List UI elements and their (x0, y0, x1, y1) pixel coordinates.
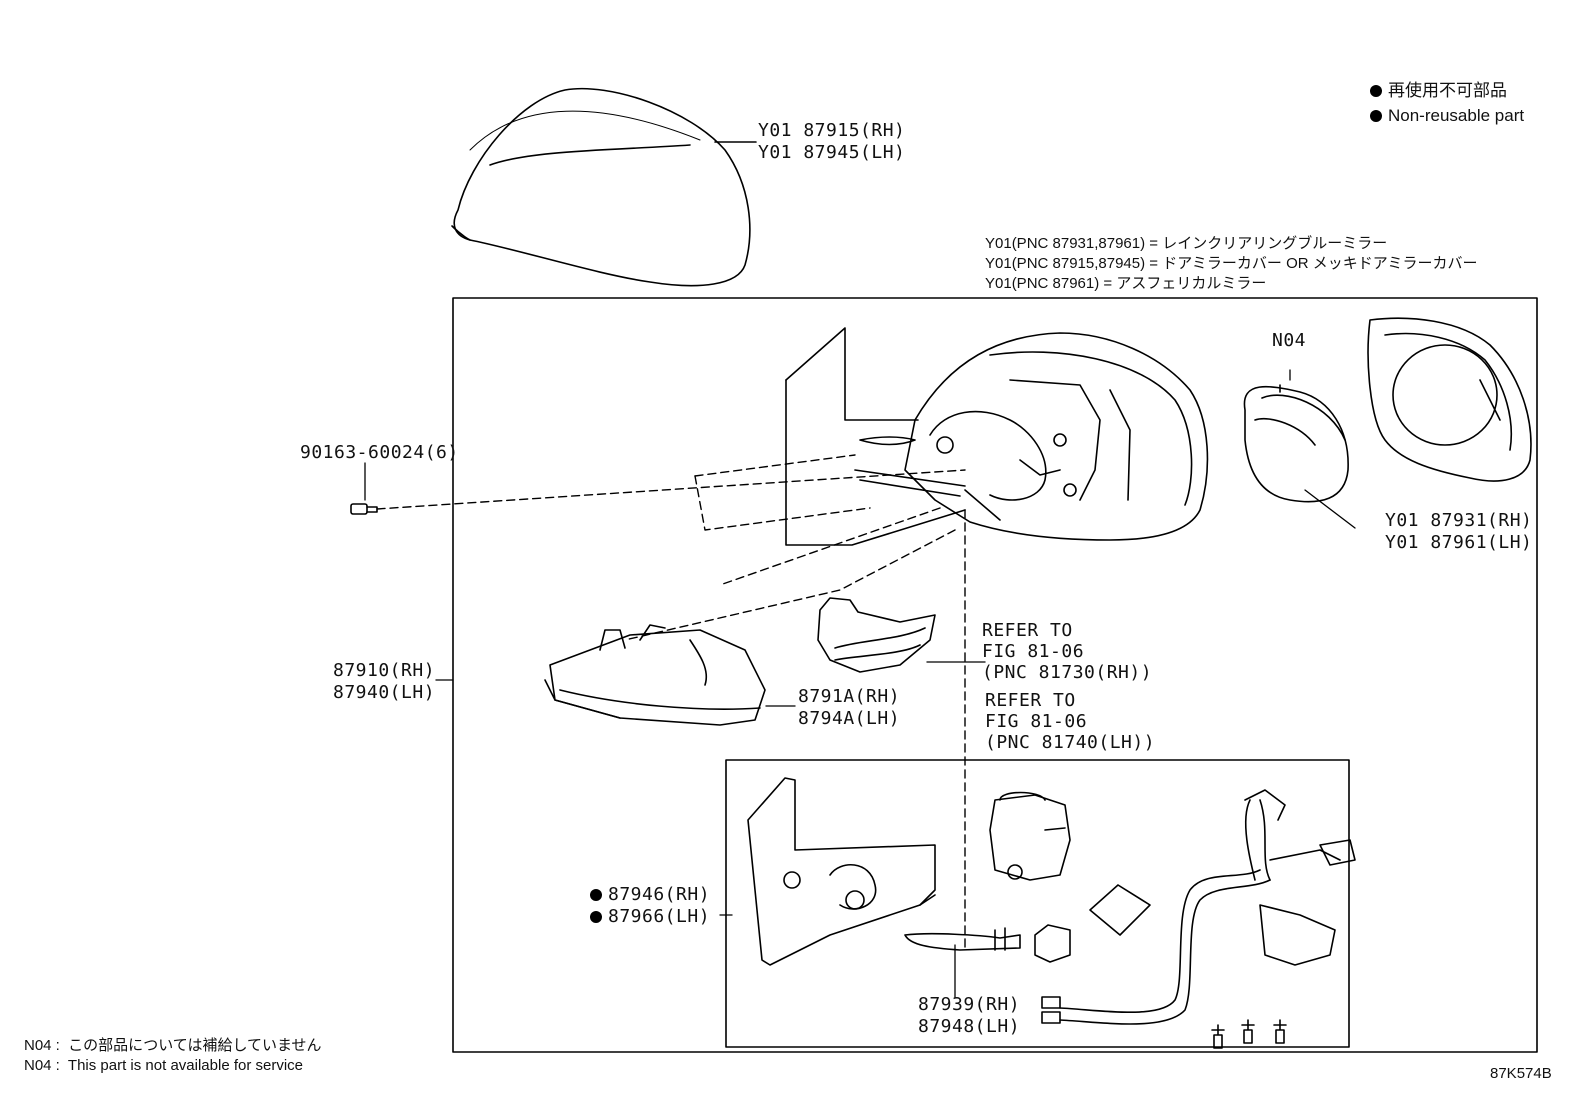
non-reusable-dot-icon (590, 911, 602, 923)
refer-1-line-3: (PNC 81730(RH)) (982, 662, 1153, 683)
part-label-gasket-rh[interactable]: 87946(RH) (590, 886, 710, 904)
non-reusable-dot-icon (590, 889, 602, 901)
legend-en: Non-reusable part (1370, 107, 1524, 124)
part-label-lamp-lh[interactable]: 8794A(LH) (798, 708, 901, 729)
footer-note-en: N04 : This part is not available for ser… (24, 1057, 304, 1074)
part-label-gasket-lh[interactable]: 87966(LH) (590, 908, 710, 926)
mirror-glass-drawing (1367, 317, 1532, 482)
wire-harness-drawing (1041, 789, 1356, 1025)
part-label-glass-lh[interactable]: Y01 87961(LH) (1385, 532, 1533, 553)
variant-note-3: Y01(PNC 87961) = アスフェリカルミラー (985, 275, 1267, 292)
variant-note-1: Y01(PNC 87931,87961) = レインクリアリングブルーミラー (985, 235, 1388, 252)
non-reusable-dot-icon (1370, 85, 1382, 97)
refer-1-line-2[interactable]: FIG 81-06 (982, 641, 1085, 662)
refer-2-line-2[interactable]: FIG 81-06 (985, 711, 1088, 732)
lamp-87939-drawing (904, 927, 1021, 951)
mirror-housing-drawing (904, 332, 1209, 541)
part-label-mirror-assy-rh[interactable]: 87910(RH) (333, 660, 436, 681)
turn-lamp-drawing (544, 624, 766, 726)
figure-code: 87K574B (1490, 1065, 1552, 1082)
small-screws-drawing (1211, 1019, 1287, 1049)
part-label-cover-lh[interactable]: Y01 87945(LH) (758, 142, 906, 163)
part-label-lamp2-rh[interactable]: 87939(RH) (918, 994, 1021, 1015)
pad-drawing (1089, 884, 1151, 936)
refer-1-line-1: REFER TO (982, 620, 1073, 641)
gasket-plate-drawing (747, 777, 936, 966)
side-lamp-drawing (817, 597, 936, 673)
part-label-screw[interactable]: 90163-60024(6) (300, 442, 459, 463)
legend-jp: 再使用不可部品 (1370, 82, 1507, 99)
footer-note-jp: N04 : この部品については補給していません (24, 1037, 322, 1054)
actuator-drawing (989, 791, 1071, 881)
refer-2-line-3: (PNC 81740(LH)) (985, 732, 1156, 753)
mirror-base-drawing (785, 327, 966, 546)
part-label-n04[interactable]: N04 (1272, 330, 1307, 351)
assembly-frame (452, 297, 1538, 1053)
refer-2-line-1: REFER TO (985, 690, 1076, 711)
n04-motor-drawing (1243, 384, 1349, 503)
part-label-mirror-assy-lh[interactable]: 87940(LH) (333, 682, 436, 703)
part-label-cover-rh[interactable]: Y01 87915(RH) (758, 120, 906, 141)
sub-assembly-frame (725, 759, 1350, 1048)
screw-drawing (350, 503, 378, 515)
variant-note-2: Y01(PNC 87915,87945) = ドアミラーカバー OR メッキドア… (985, 255, 1478, 272)
mirror-cover-drawing (451, 87, 757, 287)
clip-drawing (1034, 924, 1071, 963)
part-label-lamp2-lh[interactable]: 87948(LH) (918, 1016, 1021, 1037)
non-reusable-dot-icon (1370, 110, 1382, 122)
part-label-lamp-rh[interactable]: 8791A(RH) (798, 686, 901, 707)
part-label-glass-rh[interactable]: Y01 87931(RH) (1385, 510, 1533, 531)
